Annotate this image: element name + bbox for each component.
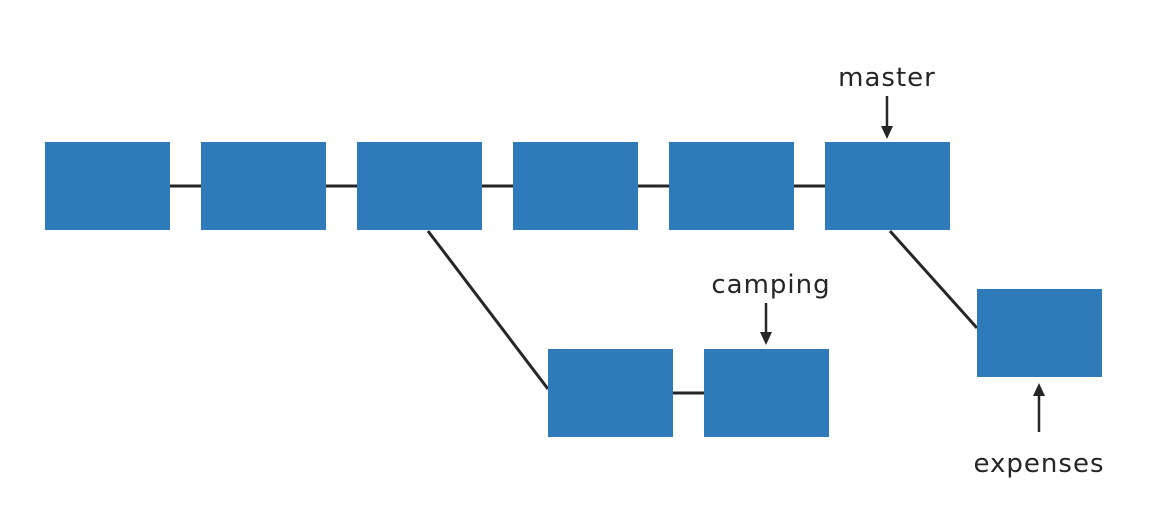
edges: [170, 184, 979, 395]
commit-c2: [704, 349, 829, 437]
arrow-down-icon: [760, 332, 772, 345]
edge-m3-c1: [426, 230, 550, 390]
label-camping: camping: [711, 270, 830, 300]
commits: [45, 142, 1102, 437]
commit-m3: [357, 142, 482, 230]
pointer-expenses: expenses: [974, 383, 1105, 479]
commit-m6: [825, 142, 950, 230]
pointer-master: master: [838, 63, 936, 139]
commit-m1: [45, 142, 170, 230]
commit-m5: [669, 142, 794, 230]
label-expenses: expenses: [974, 449, 1105, 479]
arrow-down-icon: [881, 126, 893, 139]
commit-e1: [977, 289, 1102, 377]
commit-m2: [201, 142, 326, 230]
commit-m4: [513, 142, 638, 230]
commit-c1: [548, 349, 673, 437]
label-master: master: [838, 63, 936, 93]
edge-m6-e1: [888, 229, 979, 330]
pointer-camping: camping: [711, 270, 830, 345]
arrow-up-icon: [1033, 383, 1045, 396]
